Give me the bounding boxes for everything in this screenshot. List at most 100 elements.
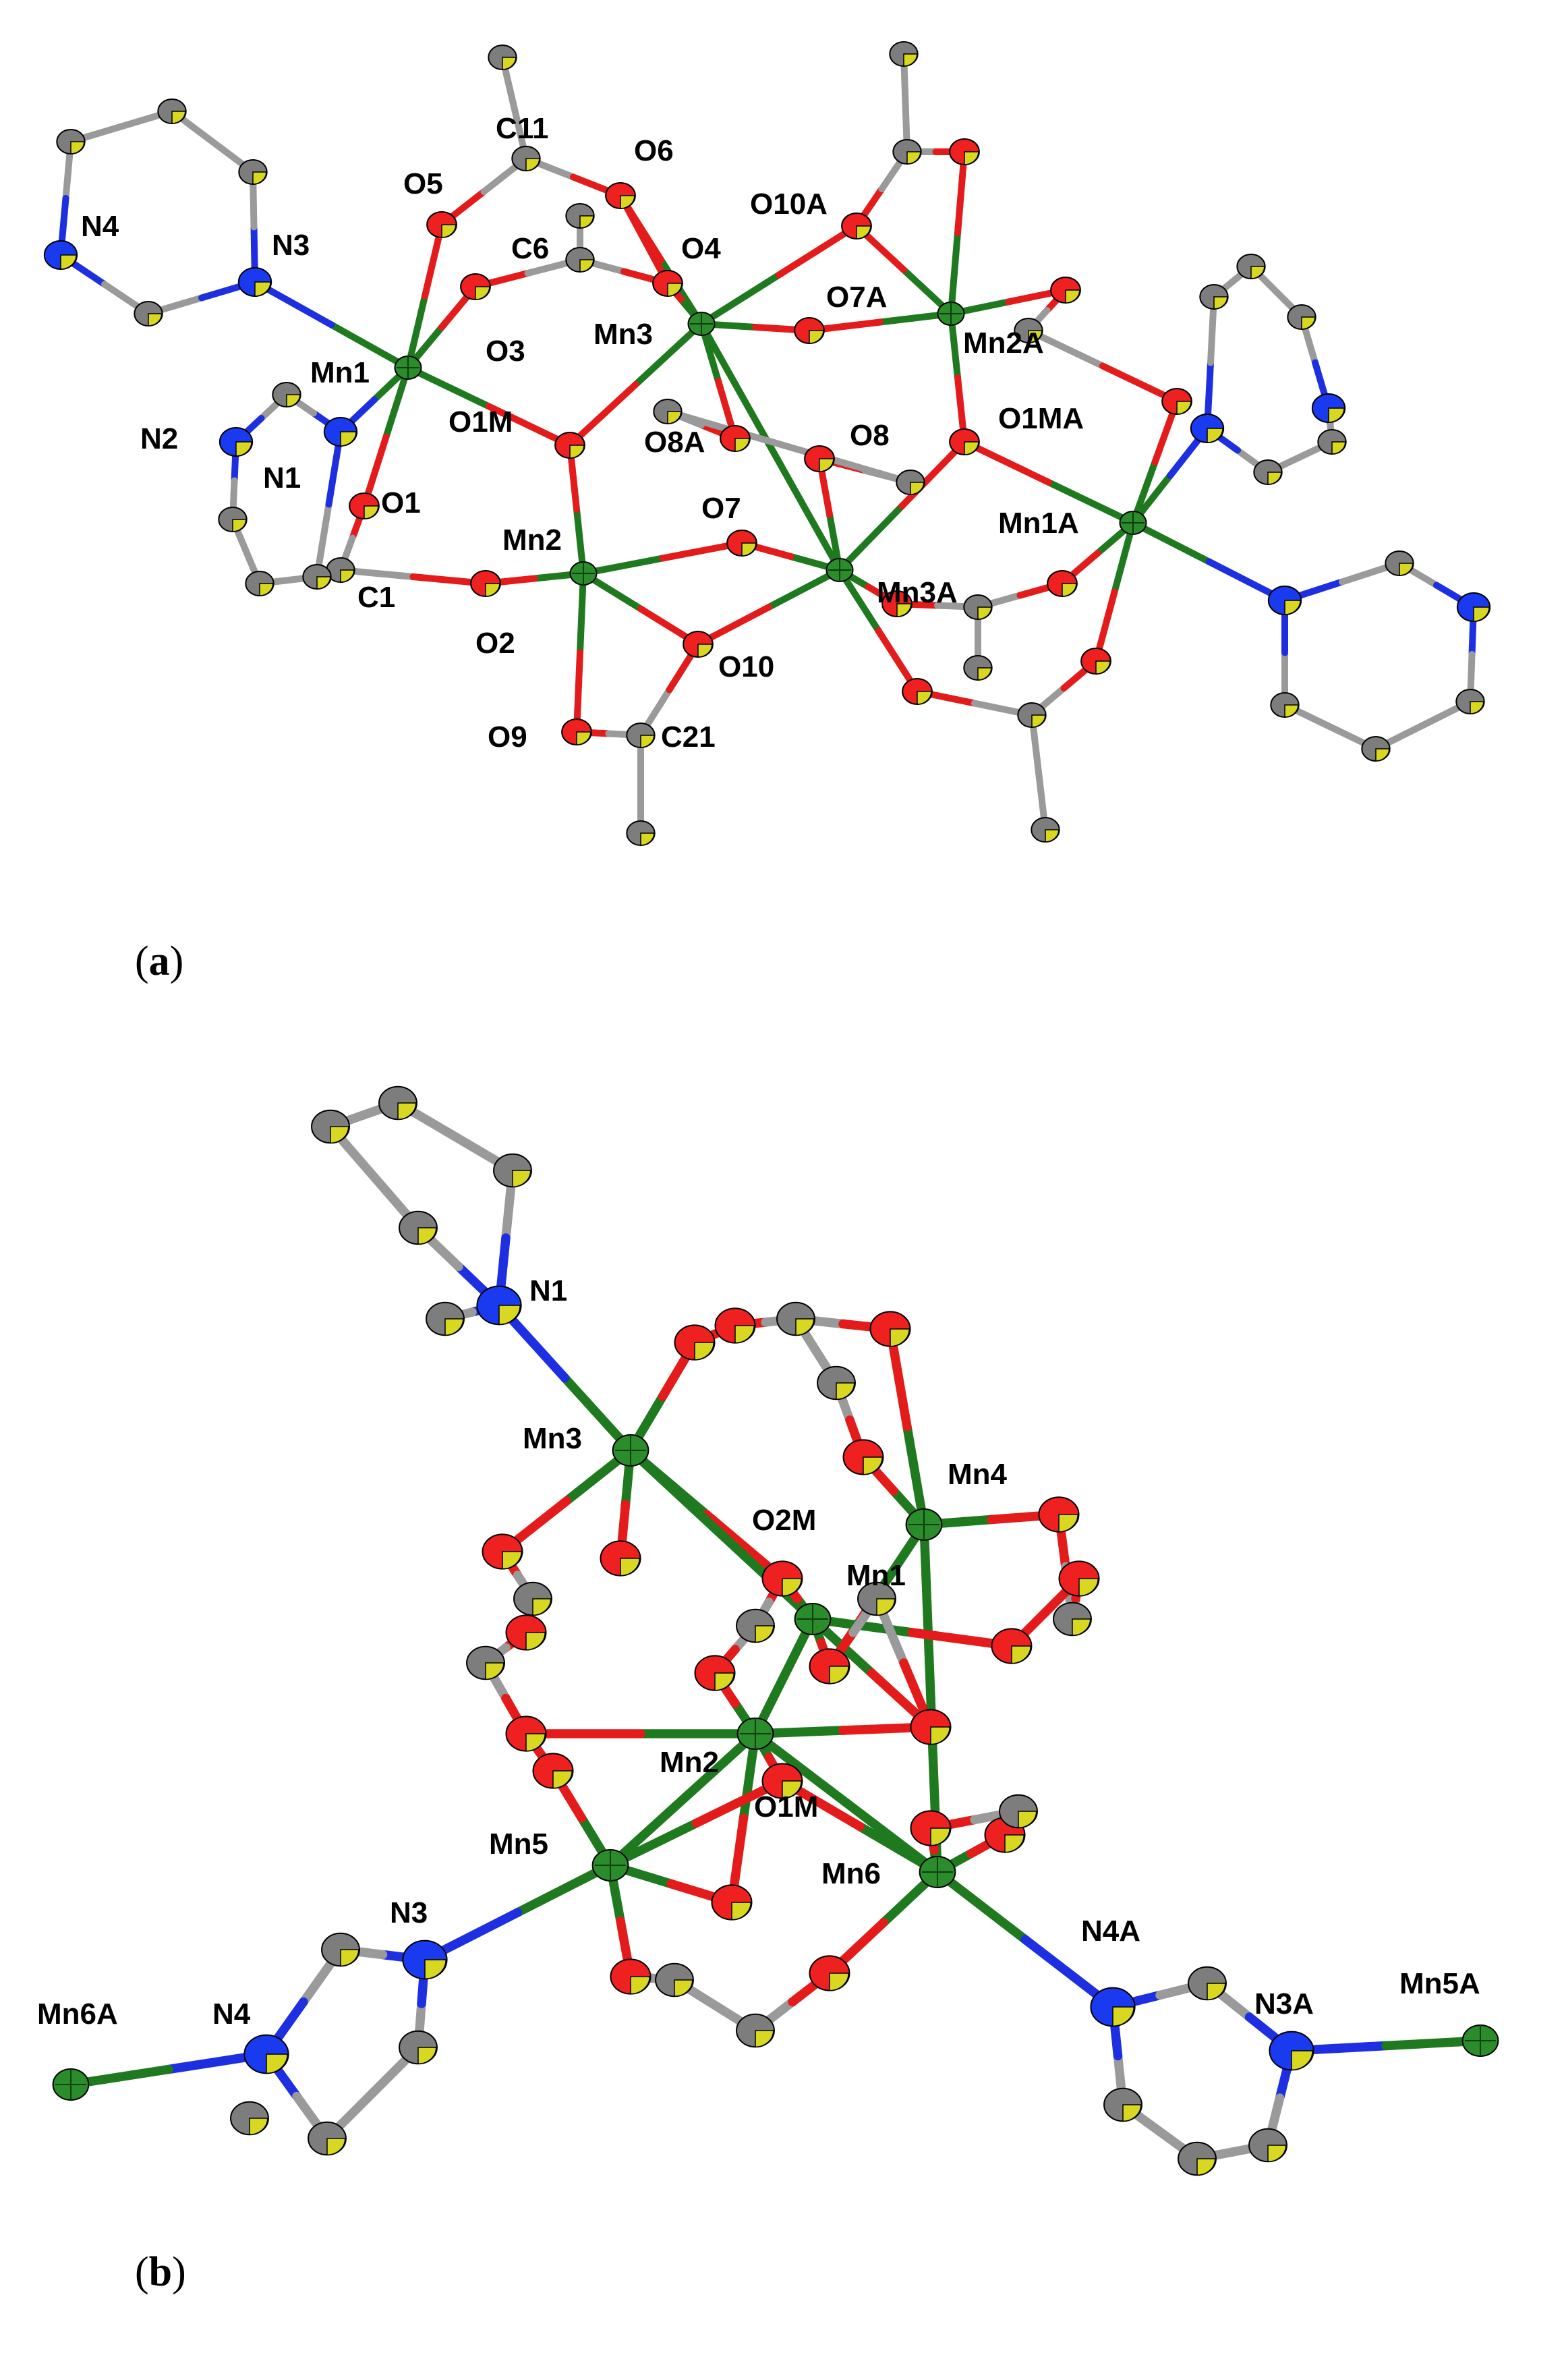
atom-Mn3A xyxy=(826,558,854,582)
atom-Ci1 xyxy=(272,382,301,407)
bond xyxy=(751,1729,851,1808)
atom-Cr2 xyxy=(1236,254,1266,279)
atom-Oi xyxy=(600,1540,641,1577)
atom-O9 xyxy=(561,718,592,745)
atom-Mn6A xyxy=(52,2068,90,2101)
label-mn2: Mn2 xyxy=(660,1746,719,1779)
label-o2: O2 xyxy=(475,627,515,660)
bond xyxy=(577,570,587,656)
label-o5: O5 xyxy=(403,167,443,200)
atom-Ca4 xyxy=(1017,702,1047,728)
atom-O10 xyxy=(683,631,714,658)
bond xyxy=(919,1520,935,1703)
atom-Mn2 xyxy=(736,1718,774,1750)
bond xyxy=(328,321,411,371)
atom-Mn3 xyxy=(612,1434,649,1467)
atom-Ol xyxy=(694,1655,736,1691)
atom-Mn5A xyxy=(1461,2024,1499,2057)
atom-Cq1 xyxy=(1385,550,1414,576)
bond xyxy=(767,443,843,573)
label-n4a: N4A xyxy=(1081,1915,1140,1948)
atom-Ch xyxy=(736,2013,775,2048)
bond xyxy=(626,1446,726,1539)
atom-Cm4 xyxy=(230,2101,269,2136)
atom-Oq xyxy=(761,1763,803,1799)
atom-Os xyxy=(610,1958,651,1995)
panel-b: N1 Mn3 Mn4 O2M Mn1 Mn2 O1M Mn5 Mn6 N3 N4… xyxy=(37,1085,1499,2295)
label-n4: N4 xyxy=(81,210,119,243)
atom-N4A xyxy=(1456,592,1491,622)
atom-Oh xyxy=(482,1533,523,1570)
atom-Mn1 xyxy=(394,356,422,380)
bond xyxy=(698,271,782,327)
label-n3: N3 xyxy=(390,1896,428,1929)
atom-Cp3 xyxy=(56,129,86,154)
atom-C8a xyxy=(653,399,683,424)
label-n3: N3 xyxy=(272,229,310,262)
bond xyxy=(836,503,906,573)
label-c1: C1 xyxy=(357,581,395,614)
atom-Ca3 xyxy=(963,594,993,620)
atom-Cr4 xyxy=(1253,459,1283,485)
atom-Cp4 xyxy=(134,301,163,327)
atom-Cn3 xyxy=(1178,2141,1217,2176)
label-mn3: Mn3 xyxy=(593,318,653,351)
label-c11: C11 xyxy=(496,112,548,145)
atom-Cm2 xyxy=(399,2030,438,2065)
atom-Ci xyxy=(736,1608,775,1643)
atom-Cm3 xyxy=(308,2121,347,2156)
atom-Cc xyxy=(857,1581,896,1616)
atom-O1 xyxy=(349,492,380,519)
atom-N1 xyxy=(476,1285,522,1326)
atom-Cm1 xyxy=(321,1932,360,1967)
atom-O6 xyxy=(605,182,636,209)
bond xyxy=(776,223,860,279)
label-mn3: Mn3 xyxy=(523,1422,582,1455)
atom-Cn2 xyxy=(1103,2087,1142,2122)
label-o8a: O8A xyxy=(644,426,705,459)
atom-C21m xyxy=(626,820,656,846)
atom-Cr5 xyxy=(1317,429,1347,455)
atom-Ot xyxy=(809,1955,850,1991)
atom-Cb xyxy=(817,1365,856,1400)
label-mn2a: Mn2A xyxy=(963,327,1044,360)
label-o10: O10 xyxy=(718,650,774,683)
atom-O7 xyxy=(726,530,757,557)
atom-Cq3 xyxy=(1361,736,1391,762)
atom-Ok xyxy=(761,1560,803,1597)
atom-Ob xyxy=(714,1307,756,1344)
atom-Of xyxy=(1058,1560,1100,1597)
atom-Ot4 xyxy=(1047,570,1078,597)
atom-Og xyxy=(991,1628,1033,1664)
atom-N1 xyxy=(323,417,358,447)
label-mn3a: Mn3A xyxy=(877,576,958,609)
label-o1m: O1M xyxy=(754,1790,818,1823)
atom-Mn2 xyxy=(569,561,598,586)
atom-Ca1 xyxy=(892,139,922,165)
atom-Mn4 xyxy=(905,1508,943,1541)
label-mn1a: Mn1A xyxy=(998,507,1079,540)
label-mn2: Mn2 xyxy=(502,523,562,557)
atom-N3 xyxy=(237,267,272,297)
atom-N1A xyxy=(1190,414,1225,443)
label-mn5: Mn5 xyxy=(489,1828,548,1861)
label-o6: O6 xyxy=(634,134,674,167)
bond xyxy=(632,320,705,388)
label-n3a: N3A xyxy=(1254,1987,1314,2020)
atom-O1MA xyxy=(949,428,980,455)
atom-Cf xyxy=(466,1645,505,1680)
atom-Oe xyxy=(1038,1496,1080,1533)
atom-Ca5 xyxy=(896,470,925,495)
atom-O8 xyxy=(804,445,835,472)
atom-Ca xyxy=(776,1301,815,1336)
atom-N4A xyxy=(1090,1987,1136,2027)
atom-Ca2 xyxy=(1014,318,1043,343)
bond xyxy=(1130,519,1213,565)
bond xyxy=(698,320,774,451)
atom-Cq2 xyxy=(1270,692,1300,718)
bond xyxy=(902,1422,929,1529)
atom-N3A xyxy=(1269,2031,1314,2071)
atom-N2A xyxy=(1311,393,1346,423)
atom-C11 xyxy=(511,146,541,171)
label-o4: O4 xyxy=(681,232,721,265)
